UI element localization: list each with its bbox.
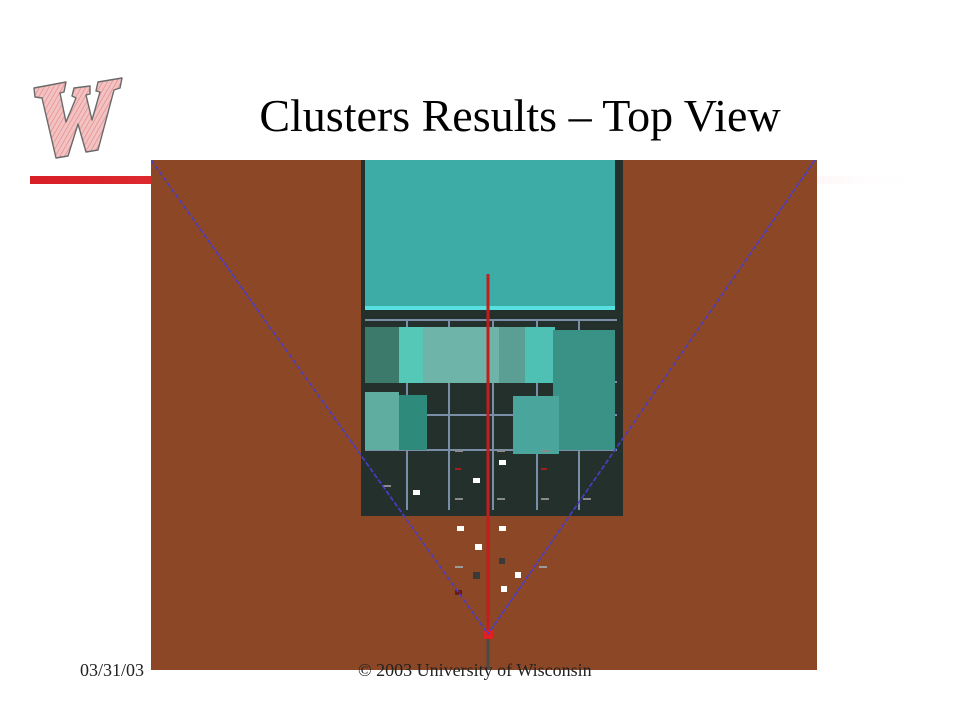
footer-date: 03/31/03 — [80, 660, 145, 680]
cluster-event-display — [151, 160, 817, 670]
slide-title: Clusters Results – Top View — [259, 90, 781, 141]
wisconsin-w-logo-icon — [33, 77, 123, 159]
footer-copyright: © 2003 University of Wisconsin — [358, 660, 592, 680]
